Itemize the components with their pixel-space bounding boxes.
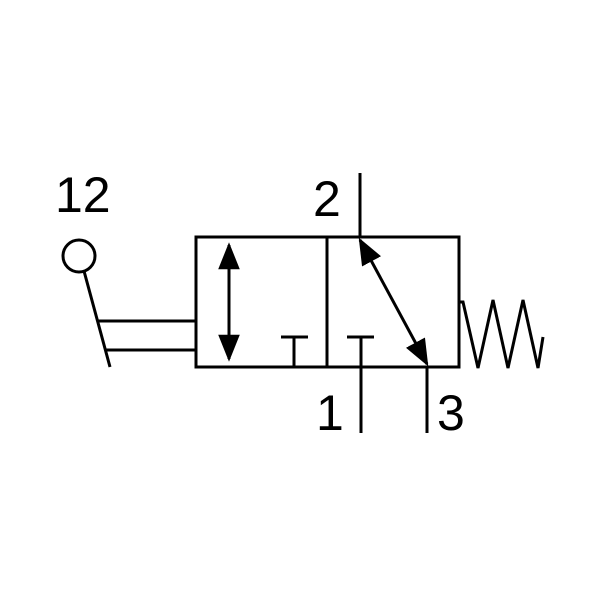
port-lines <box>358 173 429 433</box>
port-labels: 12 2 1 3 <box>55 167 465 441</box>
left-position-box <box>218 242 308 367</box>
pilot-port-label: 12 <box>55 167 111 223</box>
exhaust-port-label: 3 <box>437 385 465 441</box>
flow-arrow-icon <box>358 237 429 367</box>
spring-return-icon <box>459 299 545 369</box>
lever-arm-icon <box>82 270 112 368</box>
lever-actuator-icon <box>61 238 196 368</box>
supply-port-label: 1 <box>316 385 344 441</box>
right-position-box <box>347 237 429 367</box>
lever-knob-icon <box>61 238 97 274</box>
outlet-port-label: 2 <box>313 171 341 227</box>
